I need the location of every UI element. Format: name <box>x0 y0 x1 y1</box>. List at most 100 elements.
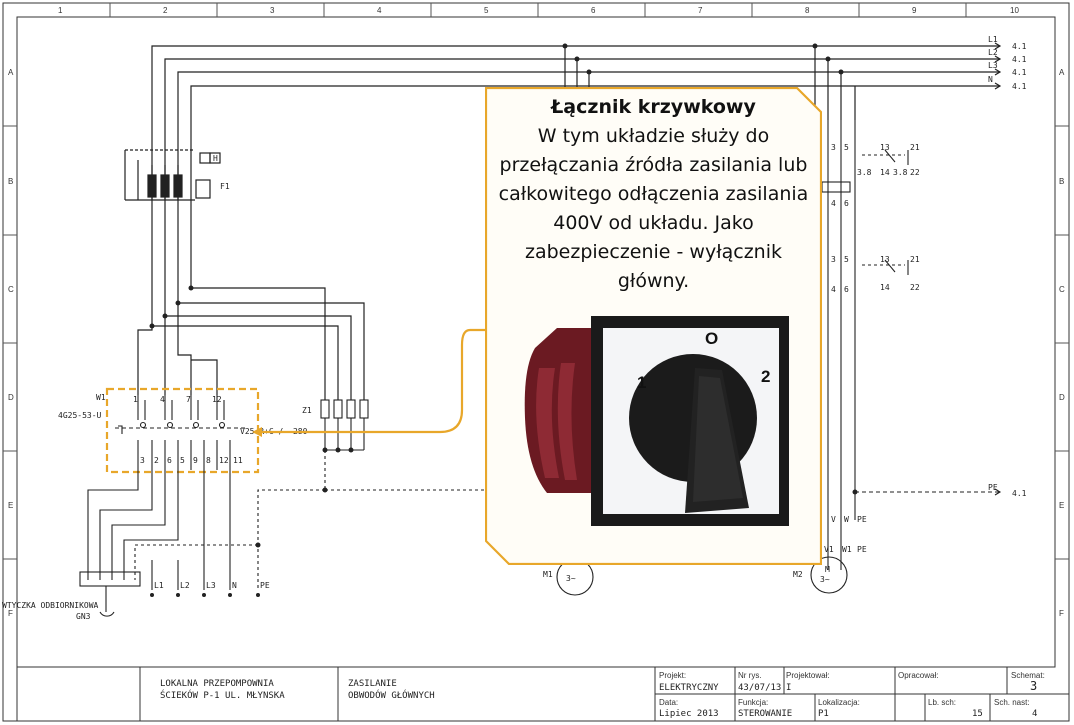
z1-label: Z1 <box>302 406 312 415</box>
m2-term: PE <box>857 545 867 554</box>
w1-pin: 1 <box>133 395 138 404</box>
col-label: 10 <box>1010 6 1019 15</box>
f1-label: F1 <box>220 182 230 191</box>
m2-label: M2 <box>793 570 803 579</box>
cont-pin: 21 <box>910 143 920 152</box>
cam-switch-illustration: O 1 2 <box>524 316 789 526</box>
out-label: L3 <box>206 581 216 590</box>
bus-junctions <box>562 43 844 75</box>
fuse-block-z1 <box>320 399 369 490</box>
callout-connector <box>262 328 485 434</box>
w1-pin: 2 <box>154 456 159 465</box>
row-label: B <box>8 177 13 186</box>
col-label: 6 <box>591 6 596 15</box>
row-label: D <box>8 393 14 402</box>
row-label: A <box>1059 68 1065 77</box>
m2-term: PE <box>857 515 867 524</box>
cont-pin: 13 <box>880 255 890 264</box>
w1-feeds <box>137 260 365 400</box>
output-wiring <box>79 470 485 617</box>
column-labels: 1 2 3 4 5 6 7 8 9 10 <box>58 6 1019 15</box>
col-label: 9 <box>912 6 917 15</box>
m2-symbol: 3~ <box>820 575 830 584</box>
tb-lokalizacja-label: Lokalizacja: <box>818 698 860 707</box>
breaker-f1 <box>124 149 221 201</box>
tb-funkcja-label: Funkcja: <box>738 698 768 707</box>
column-ticks <box>3 3 1069 560</box>
tb-lb-value: 15 <box>972 709 983 719</box>
feed-junctions <box>149 285 194 329</box>
tb-opracowal-label: Opracował: <box>898 671 938 680</box>
m2-term: V <box>831 515 836 524</box>
tb-data-value: Lipiec 2013 <box>659 709 719 719</box>
row-label: C <box>8 285 14 294</box>
m2-term: V1 <box>824 545 834 554</box>
bus-ref: 4.1 <box>1012 68 1027 77</box>
col-label: 7 <box>698 6 703 15</box>
col-label: 4 <box>377 6 382 15</box>
tb-subject-1: ZASILANIE <box>348 679 397 689</box>
pe-label: PE <box>988 483 998 492</box>
w1-pin: 11 <box>233 456 243 465</box>
tb-funkcja-value: STEROWANIE <box>738 709 792 719</box>
col-label: 8 <box>805 6 810 15</box>
socket-type: GN3 <box>76 612 91 621</box>
out-label: N <box>232 581 237 590</box>
tb-object-2: ŚCIEKÓW P-1 UL. MŁYNSKA <box>160 689 285 701</box>
row-label: A <box>8 68 14 77</box>
w1-type-label: 4G25-53-U <box>58 411 102 420</box>
tb-lokalizacja-value: P1 <box>818 709 829 719</box>
tb-object-1: LOKALNA PRZEPOMPOWNIA <box>160 679 274 689</box>
m2-term: W1 <box>842 545 852 554</box>
callout-title: Łącznik krzywkowy <box>551 96 756 118</box>
contactors-right <box>810 120 1002 594</box>
callout-arrowhead <box>252 427 262 437</box>
row-label: E <box>1059 501 1064 510</box>
cont-pin: 3 <box>831 255 836 264</box>
tb-data-label: Data: <box>659 698 678 707</box>
row-label: E <box>8 501 13 510</box>
cam-switch-w1 <box>115 395 245 470</box>
title-block <box>16 667 1069 721</box>
cont-pin: 6 <box>844 285 849 294</box>
m1-symbol: 3~ <box>566 574 576 583</box>
cont-pin: 21 <box>910 255 920 264</box>
w1-pin: 12 <box>219 456 229 465</box>
col-label: 3 <box>270 6 275 15</box>
bus-label-l3: L3 <box>988 61 998 70</box>
bus-ref: 4.1 <box>1012 42 1027 51</box>
w1-label: W1 <box>96 393 106 402</box>
cont-pin: 6 <box>844 199 849 208</box>
tb-projektowal-value: I <box>786 683 791 693</box>
bus-label-l1: L1 <box>988 35 998 44</box>
w1-pin: 4 <box>160 395 165 404</box>
cont-pin: 13 <box>880 143 890 152</box>
row-label: D <box>1059 393 1065 402</box>
w1-pin: 3 <box>140 456 145 465</box>
w1-pin: 8 <box>206 456 211 465</box>
out-label: PE <box>260 581 270 590</box>
cont-pin: 5 <box>844 255 849 264</box>
tb-projekt-value: ELEKTRYCZNY <box>659 683 719 693</box>
m2-term: W <box>844 515 849 524</box>
row-label: F <box>8 609 13 618</box>
w1-pin: 5 <box>180 456 185 465</box>
bus-label-l2: L2 <box>988 48 998 57</box>
tb-subject-2: OBWODÓW GŁÓWNYCH <box>348 689 435 701</box>
m1-label: M1 <box>543 570 553 579</box>
row-label: F <box>1059 609 1064 618</box>
bus-labels: L1 L2 L3 N 4.1 4.1 4.1 4.1 <box>988 35 1027 91</box>
cont-pin: 22 <box>910 283 920 292</box>
w1-pin: 9 <box>193 456 198 465</box>
tb-nast-label: Sch. nast: <box>994 698 1030 707</box>
drawing-frame <box>16 16 1056 668</box>
bus-ref: 4.1 <box>1012 82 1027 91</box>
w1-pin: 12 <box>212 395 222 404</box>
tb-schemat-value: 3 <box>1030 679 1037 693</box>
title-block-text: LOKALNA PRZEPOMPOWNIA ŚCIEKÓW P-1 UL. MŁ… <box>160 671 1045 719</box>
cont-pin: 3 <box>831 143 836 152</box>
pe-ref: 4.1 <box>1012 489 1027 498</box>
callout-body: W tym układzie służy do przełączania źró… <box>498 125 809 292</box>
row-label: C <box>1059 285 1065 294</box>
output-terminals <box>150 593 260 597</box>
